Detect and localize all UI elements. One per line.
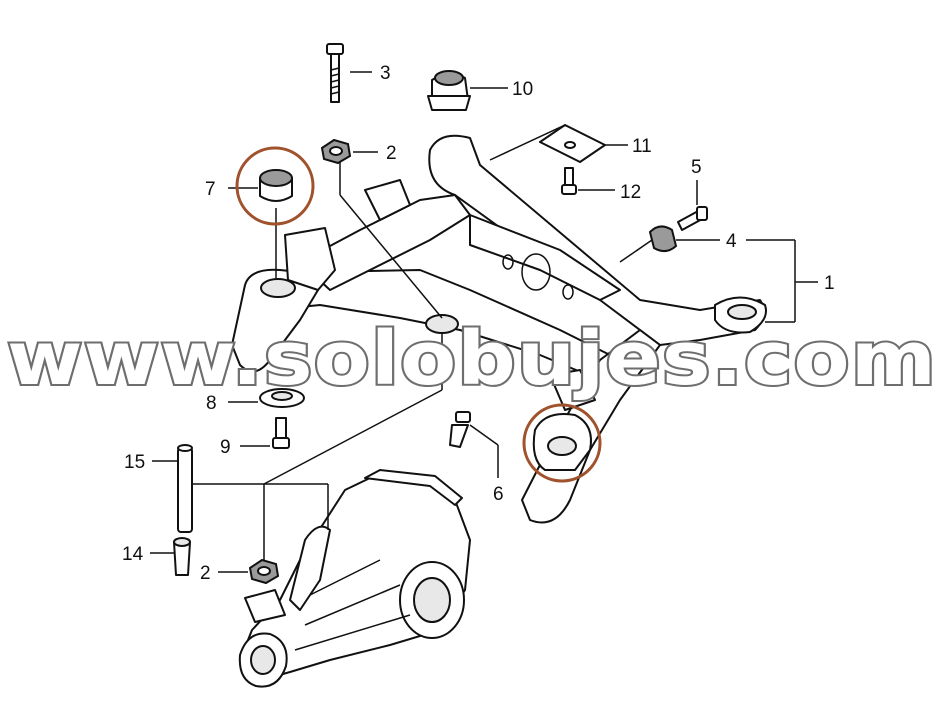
watermark-text: www.solobujes.com xyxy=(7,316,937,402)
callout-10: 10 xyxy=(512,79,533,100)
upper-bushing-10 xyxy=(427,70,471,111)
bolt-9 xyxy=(272,417,290,449)
highlight-circle-bushing-7 xyxy=(235,146,315,226)
callout-12: 12 xyxy=(620,182,641,203)
callout-3: 3 xyxy=(380,63,391,84)
highlight-circle-rear-mount xyxy=(522,403,602,483)
differential-housing xyxy=(238,469,471,688)
callout-6: 6 xyxy=(493,484,504,505)
plate-11 xyxy=(539,124,606,163)
callout-2-upper: 2 xyxy=(386,143,397,164)
callout-14: 14 xyxy=(122,544,144,565)
callout-4: 4 xyxy=(726,231,737,252)
bushing-7 xyxy=(259,169,293,202)
callout-5: 5 xyxy=(691,157,702,178)
callout-15: 15 xyxy=(124,452,145,473)
callout-8: 8 xyxy=(206,393,217,414)
bushing-14 xyxy=(173,537,191,576)
callout-9: 9 xyxy=(220,437,231,458)
nut-2-lower xyxy=(248,558,280,585)
bolt-12 xyxy=(561,167,577,195)
callout-7: 7 xyxy=(205,179,216,200)
callout-2-lower: 2 xyxy=(200,563,211,584)
bolt-3 xyxy=(326,43,344,103)
callout-labels: 3 10 2 11 7 12 5 4 1 8 9 6 15 14 2 xyxy=(122,63,835,584)
callout-1: 1 xyxy=(824,273,835,294)
bushing-4 xyxy=(648,225,678,252)
nut-2-upper xyxy=(320,138,352,165)
washer-8 xyxy=(259,388,305,408)
rear-subframe xyxy=(231,134,767,524)
bolt-6 xyxy=(449,411,471,448)
callout-11: 11 xyxy=(632,136,652,157)
pin-15 xyxy=(177,444,193,533)
bolt-5 xyxy=(677,206,708,231)
leader-lines xyxy=(150,71,818,573)
